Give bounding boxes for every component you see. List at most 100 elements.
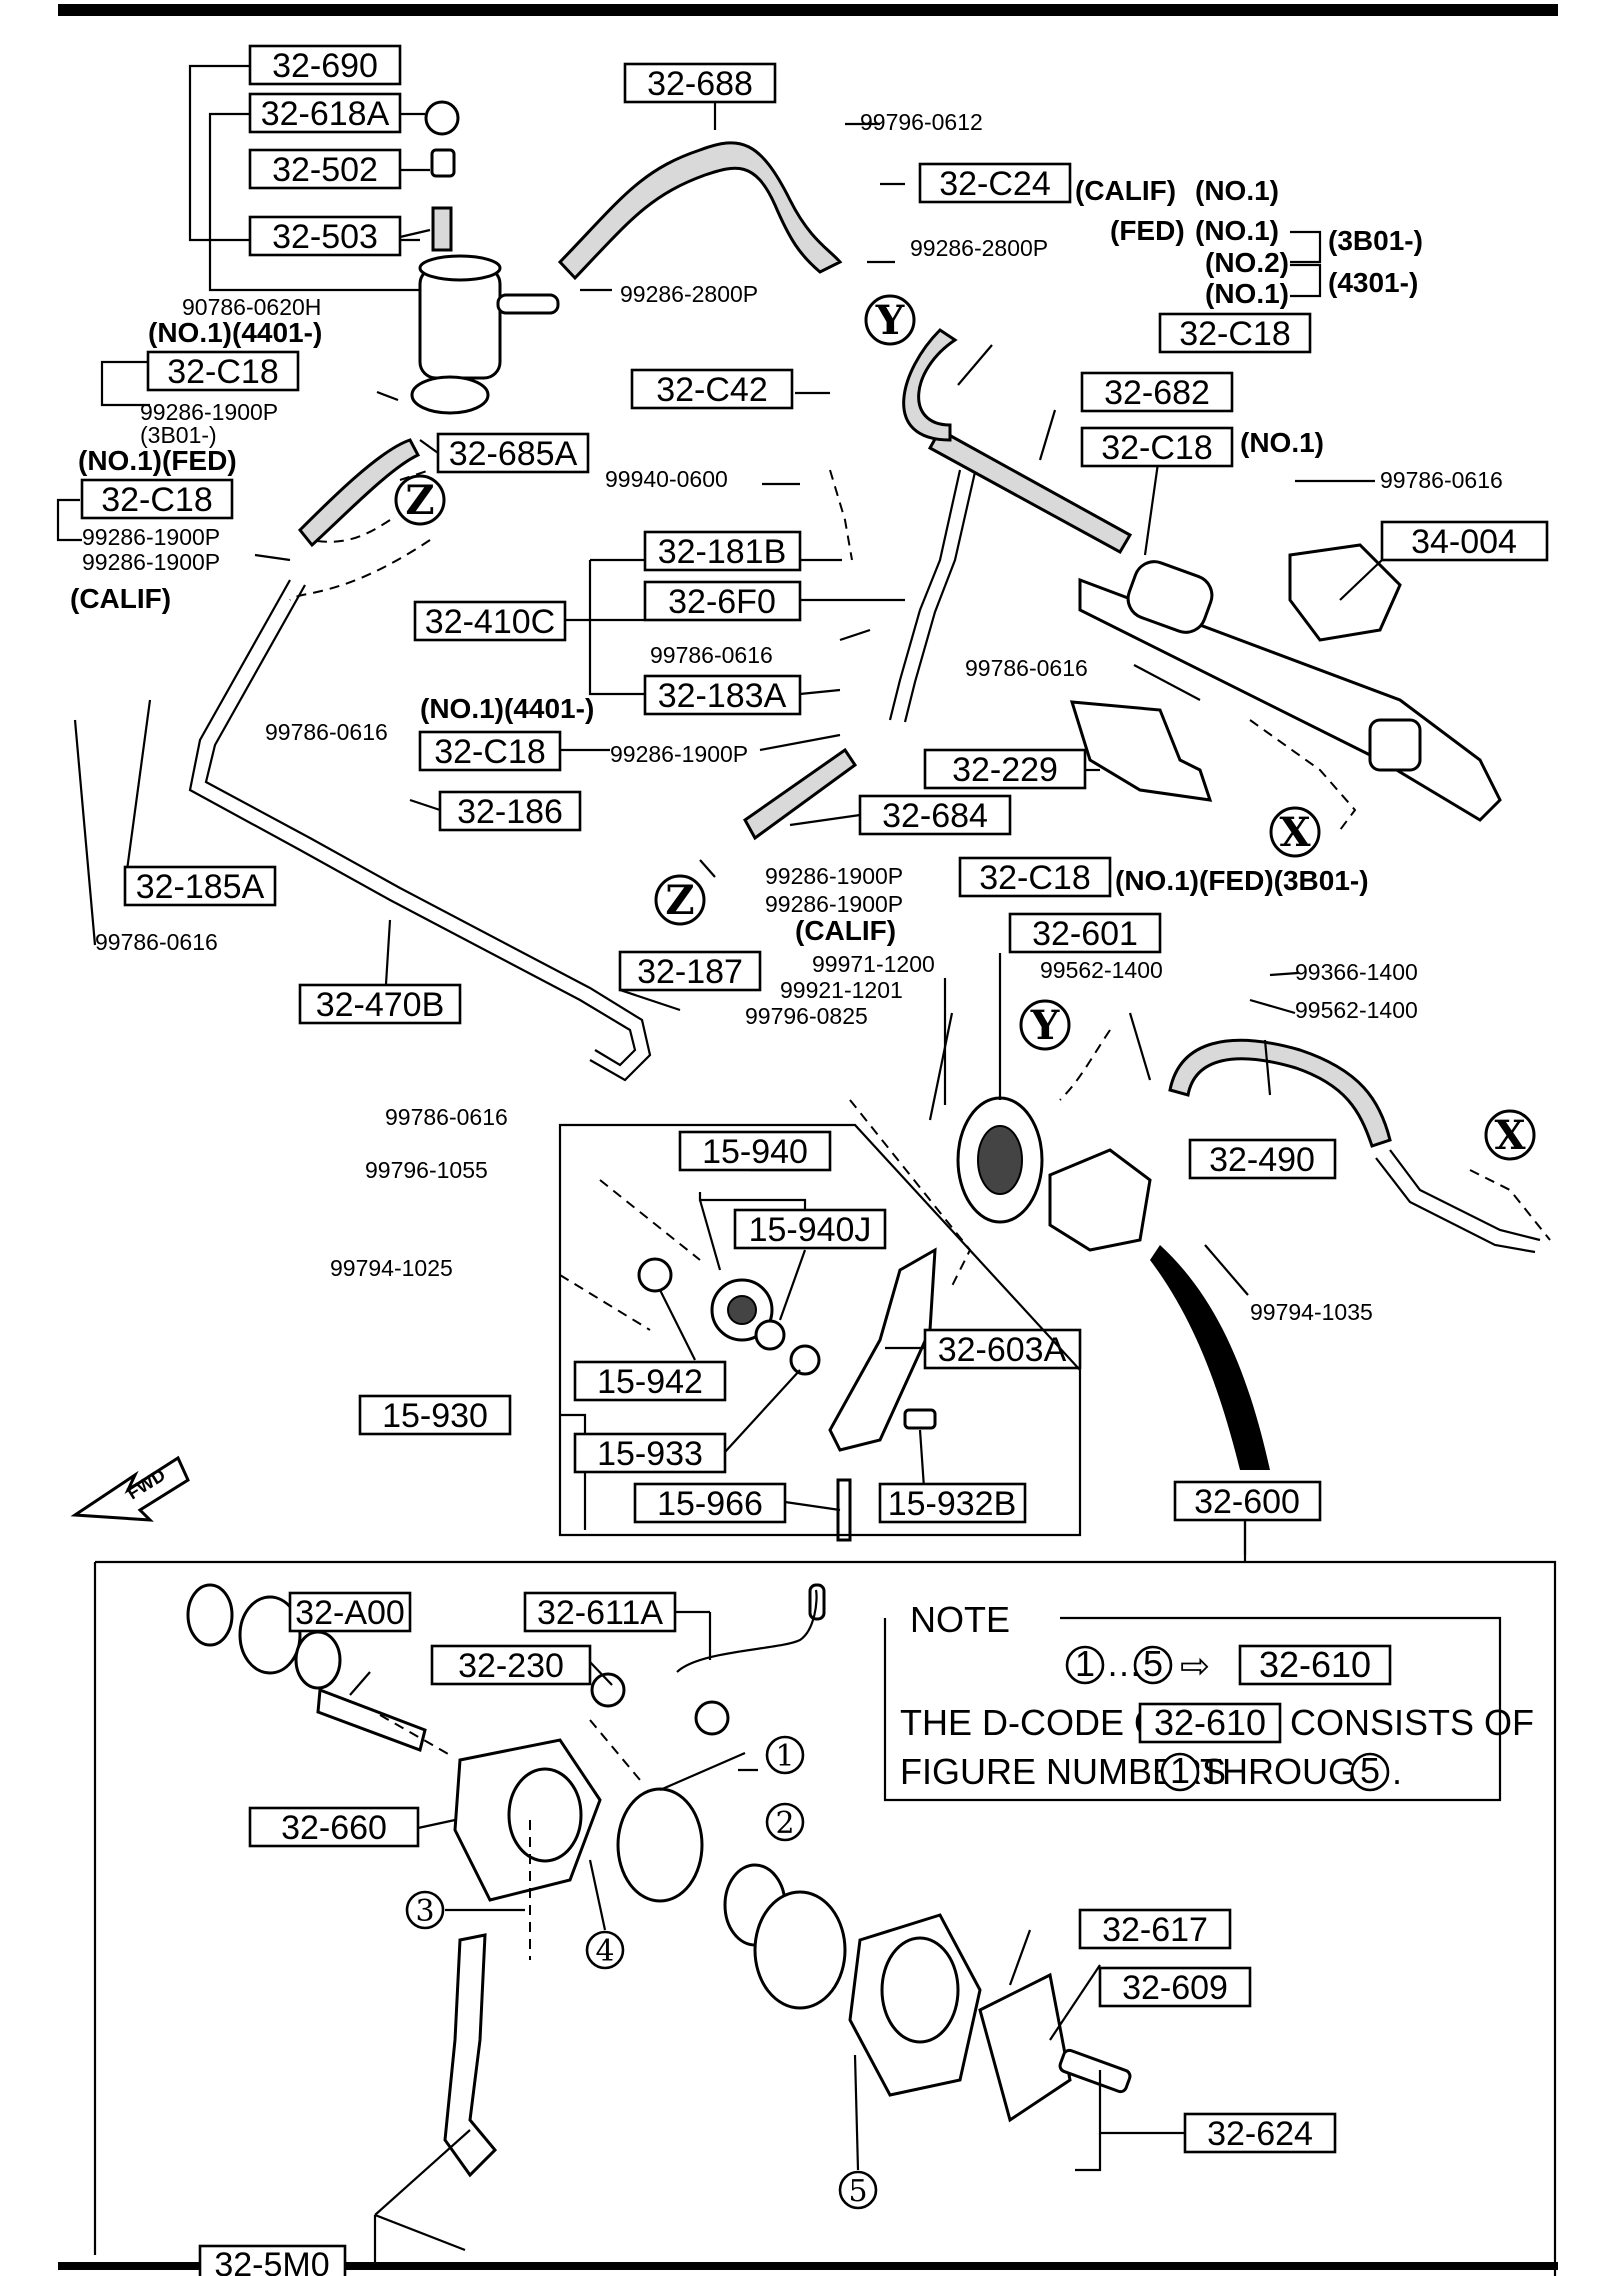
- svg-text:32-470B: 32-470B: [316, 986, 445, 1024]
- svg-text:32-C18: 32-C18: [167, 353, 279, 391]
- part-box: 32-C42: [630, 368, 794, 410]
- callout-x: X: [1484, 1109, 1536, 1161]
- part-box: 34-004: [1380, 520, 1549, 562]
- part-box: 32-617: [1078, 1908, 1232, 1950]
- part-box: 32-185A: [123, 865, 277, 907]
- svg-text:5: 5: [848, 2174, 867, 2209]
- part-box: 32-C24: [918, 162, 1072, 204]
- part-box: 15-942: [573, 1360, 727, 1402]
- svg-text:32-C42: 32-C42: [656, 371, 768, 409]
- forward-arrow: FWD: [70, 1455, 190, 1522]
- part-box: 32-C18: [80, 478, 234, 520]
- figure-number-1: 1: [765, 1735, 805, 1775]
- part-box: 15-940: [678, 1130, 832, 1172]
- svg-text:32-A00: 32-A00: [295, 1594, 405, 1632]
- svg-text:(4301-): (4301-): [1328, 267, 1418, 298]
- note-ref-box: 32-610: [1138, 1702, 1282, 1744]
- svg-text:32-5M0: 32-5M0: [214, 2246, 329, 2276]
- svg-text:32-230: 32-230: [458, 1647, 564, 1685]
- part-box: 32-C18: [418, 730, 562, 772]
- part-box: 32-503: [248, 215, 402, 257]
- svg-text:32-183A: 32-183A: [658, 677, 787, 715]
- svg-text:Z: Z: [405, 477, 434, 524]
- svg-text:32-610: 32-610: [1154, 1702, 1266, 1743]
- figure-number-circle: 5: [1350, 1750, 1390, 1792]
- svg-text:5: 5: [1143, 1643, 1163, 1684]
- svg-text:32-601: 32-601: [1032, 915, 1138, 953]
- svg-text:X: X: [1279, 809, 1310, 856]
- svg-text:(FED): (FED): [1110, 215, 1185, 246]
- svg-text:32-603A: 32-603A: [938, 1331, 1067, 1369]
- part-box: 32-688: [623, 62, 777, 104]
- part-box: 32-682: [1080, 371, 1234, 413]
- svg-text:4: 4: [595, 1934, 614, 1969]
- svg-text:15-940: 15-940: [702, 1133, 808, 1171]
- figure-number-2: 2: [765, 1802, 805, 1842]
- part-box: 32-470B: [298, 983, 462, 1025]
- part-box: 32-690: [248, 44, 402, 86]
- svg-text:32-609: 32-609: [1122, 1969, 1228, 2007]
- svg-text:32-624: 32-624: [1207, 2115, 1313, 2153]
- part-box: 32-6F0: [643, 580, 802, 622]
- figure-numbers: 1 2 3 4 5: [405, 1735, 878, 2210]
- part-box: 15-930: [358, 1394, 512, 1436]
- belt-tensioner-assembly-outline: [558, 1123, 1082, 1537]
- part-box: 15-966: [633, 1482, 787, 1524]
- svg-text:99562-1400: 99562-1400: [1295, 997, 1418, 1023]
- part-box: 32-611A: [523, 1591, 677, 1633]
- callout-z: Z: [394, 474, 446, 526]
- svg-text:NOTE: NOTE: [910, 1599, 1010, 1640]
- svg-text:99286-1900P: 99286-1900P: [610, 741, 748, 767]
- svg-text:32-185A: 32-185A: [136, 868, 265, 906]
- svg-text:99921-1201: 99921-1201: [780, 977, 903, 1003]
- part-box: 32-C18: [1080, 426, 1234, 468]
- part-box: 15-932B: [878, 1482, 1027, 1524]
- svg-text:32-C18: 32-C18: [979, 859, 1091, 897]
- svg-text:2: 2: [775, 1806, 794, 1841]
- svg-text:32-C24: 32-C24: [939, 165, 1051, 203]
- svg-text:15-940J: 15-940J: [749, 1211, 872, 1249]
- part-box: 32-609: [1098, 1966, 1252, 2008]
- svg-text:1: 1: [1170, 1750, 1190, 1791]
- figure-number-circle: 1: [1065, 1643, 1105, 1685]
- svg-text:99286-1900P: 99286-1900P: [82, 524, 220, 550]
- svg-text:32-610: 32-610: [1259, 1644, 1371, 1685]
- svg-text:99286-1900P: 99286-1900P: [765, 891, 903, 917]
- part-box: 32-502: [248, 148, 402, 190]
- svg-text:99786-0616: 99786-0616: [385, 1104, 508, 1130]
- svg-text:Y: Y: [1030, 1002, 1060, 1049]
- svg-text:99786-0616: 99786-0616: [95, 929, 218, 955]
- svg-text:(NO.1): (NO.1): [1195, 215, 1279, 246]
- svg-text:32-C18: 32-C18: [434, 733, 546, 771]
- svg-text:(NO.2): (NO.2): [1205, 247, 1289, 278]
- svg-text:THE D-CODE OF: THE D-CODE OF: [900, 1702, 1184, 1743]
- figure-number-5: 5: [838, 2170, 878, 2210]
- leader-lines: [56, 64, 1383, 2267]
- svg-text:(NO.1)(4401-): (NO.1)(4401-): [148, 317, 322, 348]
- svg-text:99366-1400: 99366-1400: [1295, 959, 1418, 985]
- svg-text:99794-1035: 99794-1035: [1250, 1299, 1373, 1325]
- svg-text:(CALIF): (CALIF): [70, 583, 171, 614]
- part-box: 32-603A: [923, 1328, 1082, 1370]
- part-box: 32-C18: [1158, 312, 1312, 354]
- part-box: 32-601: [1008, 912, 1162, 954]
- svg-text:15-933: 15-933: [597, 1435, 703, 1473]
- svg-text:99796-0825: 99796-0825: [745, 1003, 868, 1029]
- svg-text:32-187: 32-187: [637, 953, 743, 991]
- part-box: 32-181B: [643, 530, 802, 572]
- svg-text:32-229: 32-229: [952, 751, 1058, 789]
- part-box: 32-624: [1183, 2112, 1337, 2154]
- callout-y: Y: [1019, 999, 1071, 1051]
- part-number-labels: 99796-0612 99286-2800P 99286-2800P 90786…: [70, 109, 1503, 1325]
- note-ref-box: 32-610: [1238, 1644, 1392, 1686]
- part-box: 32-685A: [436, 432, 590, 474]
- part-box: 32-410C: [413, 600, 567, 642]
- svg-text:15-966: 15-966: [657, 1485, 763, 1523]
- detail-arrow: [1150, 1245, 1270, 1470]
- figure-number-4: 4: [585, 1930, 625, 1970]
- svg-text:32-C18: 32-C18: [1179, 315, 1291, 353]
- svg-text:32-C18: 32-C18: [1101, 429, 1213, 467]
- svg-text:Y: Y: [875, 297, 905, 344]
- svg-text:32-617: 32-617: [1102, 1911, 1208, 1949]
